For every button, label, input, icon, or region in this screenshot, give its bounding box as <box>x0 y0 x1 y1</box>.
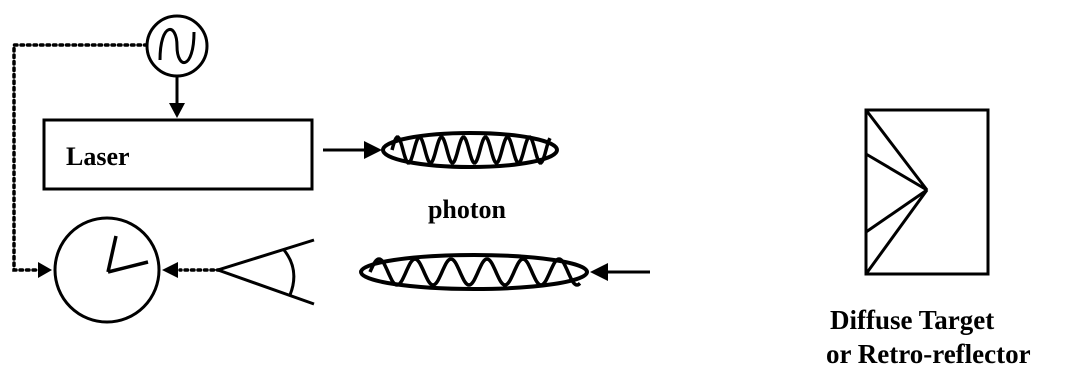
clock-icon <box>53 216 161 324</box>
retro-reflector-icon <box>864 108 990 276</box>
oscillator-icon <box>145 14 209 78</box>
target-label-line2: or Retro-reflector <box>826 339 1031 369</box>
incoming-arrow <box>590 263 650 281</box>
oscillator-to-laser-arrow <box>169 76 185 118</box>
laser-label: Laser <box>66 142 130 171</box>
outgoing-photon-packet <box>381 131 559 169</box>
laser-box <box>42 118 314 191</box>
photon-label: photon <box>428 195 507 224</box>
returning-photon-packet <box>359 253 589 291</box>
clock-input-arrowhead <box>38 262 52 278</box>
dotted-feedback-line <box>12 43 149 272</box>
target-label-line1: Diffuse Target <box>830 305 994 335</box>
detector-eye-icon <box>213 238 315 306</box>
detector-to-clock-arrow <box>162 262 222 278</box>
outgoing-arrow <box>323 141 382 159</box>
